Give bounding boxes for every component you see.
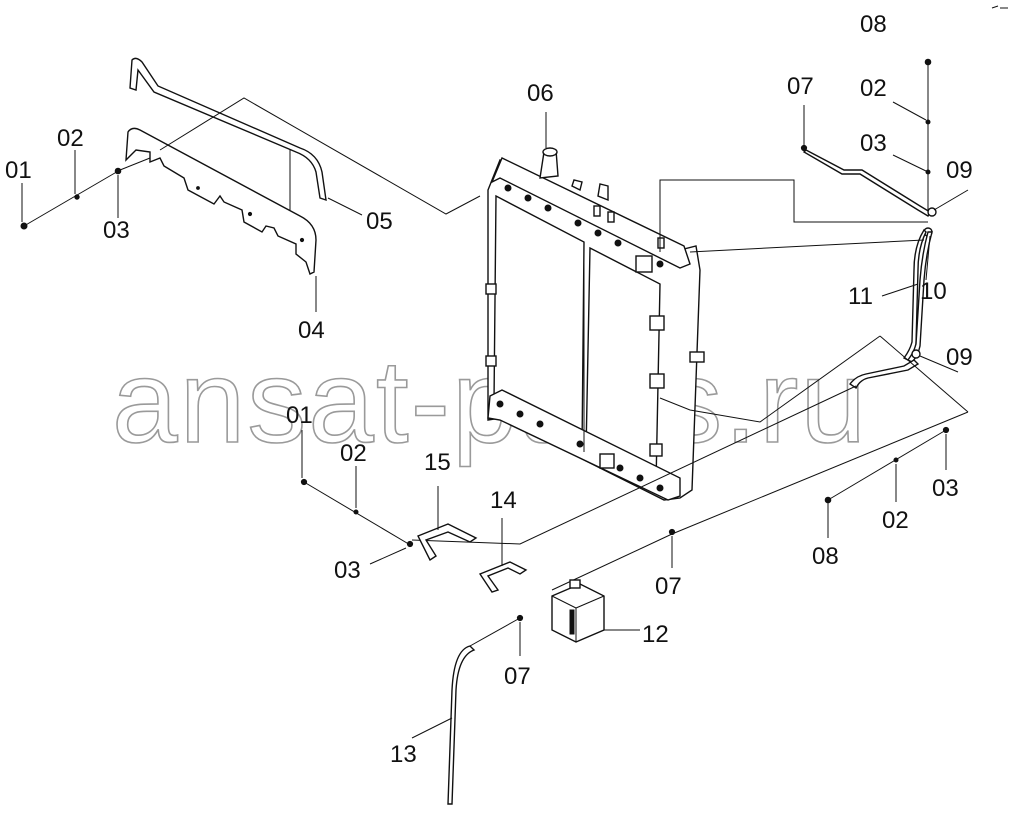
washer-03-left bbox=[114, 167, 122, 175]
part-07-top-pipe bbox=[800, 105, 931, 217]
part-15-bracket bbox=[417, 486, 478, 562]
part-04-baffle bbox=[125, 127, 317, 275]
callout-04: 04 bbox=[298, 317, 325, 344]
callout-02-left: 02 bbox=[57, 125, 84, 152]
callout-10: 10 bbox=[920, 278, 947, 305]
callout-11: 11 bbox=[848, 283, 873, 310]
hose-10-11 bbox=[881, 189, 969, 363]
bolt-01-mid bbox=[300, 478, 308, 486]
washer-03-right bbox=[942, 426, 950, 434]
corner-mark bbox=[991, 5, 1008, 9]
callout-03-mid: 03 bbox=[334, 557, 361, 584]
part-07-bottom bbox=[469, 614, 524, 656]
left-fastener-chain bbox=[20, 150, 151, 230]
callout-05: 05 bbox=[366, 208, 393, 235]
bolt-01-left bbox=[20, 222, 28, 230]
mid-left-fastener-chain bbox=[300, 430, 414, 565]
top-right-fastener-chain bbox=[892, 58, 932, 212]
callout-13: 13 bbox=[390, 741, 417, 768]
bottom-header-bolts bbox=[496, 400, 664, 492]
washer-02-top bbox=[925, 119, 931, 125]
washer-03-mid bbox=[406, 540, 414, 548]
part-14-bracket bbox=[478, 518, 528, 593]
callout-08-top: 08 bbox=[860, 11, 887, 38]
callout-01-left: 01 bbox=[5, 157, 32, 184]
part-09-mid-clamp bbox=[848, 349, 959, 390]
callout-14: 14 bbox=[490, 487, 517, 514]
washer-03-top bbox=[925, 169, 931, 175]
part-labels: 01 02 03 04 05 06 07 08 02 03 09 11 10 09 03 02 08 01 02 15… bbox=[5, 11, 973, 768]
callout-03-right: 03 bbox=[932, 475, 959, 502]
drain-window-bottom bbox=[599, 453, 615, 469]
bolt-08-right bbox=[824, 496, 832, 504]
callout-08-right: 08 bbox=[812, 543, 839, 570]
right-fastener-chain bbox=[824, 426, 950, 538]
filler-window-top bbox=[635, 255, 653, 273]
callout-03-left: 03 bbox=[103, 217, 130, 244]
washer-02-mid bbox=[353, 509, 359, 515]
washer-02-left bbox=[74, 194, 80, 200]
callout-07-bottom: 07 bbox=[504, 663, 531, 690]
callout-09-top: 09 bbox=[946, 157, 973, 184]
callout-02-right: 02 bbox=[882, 507, 909, 534]
callout-02-top: 02 bbox=[860, 75, 887, 102]
top-header-bolts bbox=[504, 184, 664, 268]
washer-02-right bbox=[893, 457, 899, 463]
radiator-assembly bbox=[485, 147, 705, 501]
bolt-08-top bbox=[924, 58, 932, 66]
callout-01-mid: 01 bbox=[286, 402, 313, 429]
callout-03-top: 03 bbox=[860, 130, 887, 157]
callout-07-top: 07 bbox=[787, 73, 814, 100]
callout-15: 15 bbox=[424, 449, 451, 476]
part-13-pipe bbox=[411, 645, 476, 805]
callout-12: 12 bbox=[642, 621, 669, 648]
callout-02-mid: 02 bbox=[340, 440, 367, 467]
callout-09-mid: 09 bbox=[946, 344, 973, 371]
part-05-rail bbox=[129, 57, 327, 218]
callout-06: 06 bbox=[527, 80, 554, 107]
callout-07-mid: 07 bbox=[655, 573, 682, 600]
part-07-mid bbox=[668, 528, 676, 568]
part-12-expansion-tank bbox=[551, 579, 640, 643]
